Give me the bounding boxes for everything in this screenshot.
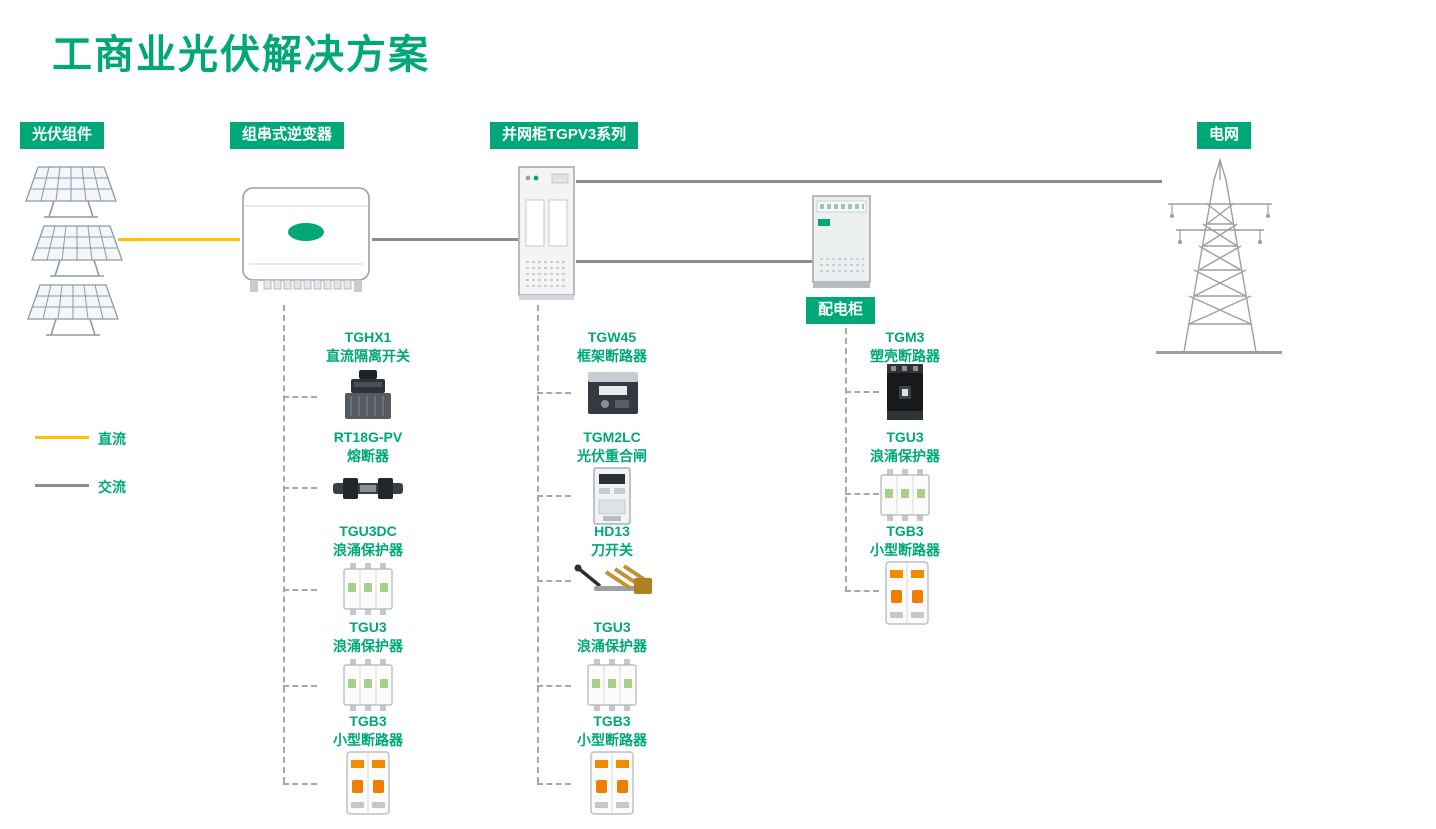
component-model: TGU3 bbox=[886, 429, 924, 445]
legend-ac-label: 交流 bbox=[98, 479, 126, 495]
component-desc: 刀开关 bbox=[591, 542, 633, 558]
component-model: TGM2LC bbox=[583, 429, 641, 445]
legend-dc-swatch bbox=[35, 436, 89, 439]
tgb3-product-image bbox=[590, 751, 634, 815]
component-model: TGHX1 bbox=[344, 329, 392, 345]
component-desc: 直流隔离开关 bbox=[326, 348, 410, 364]
component-model: TGB3 bbox=[886, 523, 924, 539]
component-desc: 浪涌保护器 bbox=[333, 638, 403, 654]
component-item: TGM3 塑壳断路器 bbox=[835, 328, 975, 366]
hd13-product-image bbox=[574, 564, 652, 594]
component-model: TGW45 bbox=[587, 329, 637, 345]
rt18g-pv-product-image bbox=[333, 478, 403, 499]
badge-pv-modules: 光伏组件 bbox=[20, 122, 105, 149]
tgu3-product-image bbox=[587, 659, 637, 711]
component-item: TGB3 小型断路器 bbox=[542, 712, 682, 750]
tgu3dc-product-image bbox=[343, 563, 393, 615]
dc-line-panels-to-inverter bbox=[118, 238, 240, 241]
badge-power-grid: 电网 bbox=[1197, 122, 1252, 149]
tgw45-product-image bbox=[588, 372, 638, 414]
component-item: TGB3 小型断路器 bbox=[835, 522, 975, 560]
dashed-stub bbox=[537, 685, 571, 687]
tgm3-product-image bbox=[887, 364, 923, 420]
distribution-cabinet-image bbox=[812, 195, 871, 288]
badge-distribution-cabinet: 配电柜 bbox=[806, 297, 876, 324]
component-model: TGM3 bbox=[885, 329, 925, 345]
component-item: TGHX1 直流隔离开关 bbox=[298, 328, 438, 366]
dashed-stub bbox=[845, 590, 879, 592]
ac-line-inverter-to-grid-cabinet bbox=[372, 238, 518, 241]
component-item: TGB3 小型断路器 bbox=[298, 712, 438, 750]
dashed-stub bbox=[283, 685, 317, 687]
component-model: TGU3 bbox=[593, 619, 631, 635]
component-desc: 浪涌保护器 bbox=[333, 542, 403, 558]
dashed-line-inverter-column bbox=[283, 305, 285, 783]
dashed-stub bbox=[283, 396, 317, 398]
ac-line-grid-cabinet-to-distribution-cabinet bbox=[576, 260, 812, 263]
transmission-tower-image bbox=[1168, 157, 1272, 353]
solar-panel-image bbox=[27, 284, 119, 336]
component-item: RT18G-PV 熔断器 bbox=[298, 428, 438, 466]
component-item: TGM2LC 光伏重合闸 bbox=[542, 428, 682, 466]
dashed-line-distribution-column bbox=[845, 328, 847, 592]
component-item: TGW45 框架断路器 bbox=[542, 328, 682, 366]
component-desc: 浪涌保护器 bbox=[870, 448, 940, 464]
component-desc: 塑壳断路器 bbox=[870, 348, 940, 364]
tgu3-product-image bbox=[343, 659, 393, 711]
component-item: TGU3 浪涌保护器 bbox=[298, 618, 438, 656]
component-item: HD13 刀开关 bbox=[542, 522, 682, 560]
dashed-stub bbox=[283, 487, 317, 489]
legend-dc-label: 直流 bbox=[98, 431, 126, 447]
tgm2lc-product-image bbox=[593, 467, 631, 525]
dashed-stub bbox=[537, 580, 571, 582]
string-inverter-image bbox=[242, 187, 370, 292]
dashed-line-grid-cabinet-column bbox=[537, 305, 539, 783]
page-title: 工商业光伏解决方案 bbox=[52, 33, 430, 77]
dashed-stub bbox=[537, 783, 571, 785]
component-desc: 小型断路器 bbox=[577, 732, 647, 748]
badge-grid-cabinet: 并网柜TGPV3系列 bbox=[490, 122, 639, 149]
dashed-stub bbox=[845, 391, 879, 393]
component-desc: 浪涌保护器 bbox=[577, 638, 647, 654]
legend-ac-swatch bbox=[35, 484, 89, 487]
component-item: TGU3DC 浪涌保护器 bbox=[298, 522, 438, 560]
solar-panel-image bbox=[25, 166, 117, 218]
component-desc: 小型断路器 bbox=[870, 542, 940, 558]
component-model: TGU3 bbox=[349, 619, 387, 635]
dashed-stub bbox=[537, 392, 571, 394]
component-model: TGB3 bbox=[349, 713, 387, 729]
tghx1-product-image bbox=[345, 370, 391, 419]
tgu3-product-image bbox=[880, 469, 930, 521]
badge-string-inverter: 组串式逆变器 bbox=[230, 122, 345, 149]
dashed-stub bbox=[283, 589, 317, 591]
dashed-stub bbox=[283, 783, 317, 785]
component-desc: 光伏重合闸 bbox=[577, 448, 647, 464]
component-desc: 小型断路器 bbox=[333, 732, 403, 748]
component-model: TGU3DC bbox=[339, 523, 397, 539]
component-model: RT18G-PV bbox=[333, 429, 403, 445]
ac-line-grid-cabinet-to-tower bbox=[576, 180, 1162, 183]
component-item: TGU3 浪涌保护器 bbox=[835, 428, 975, 466]
tower-ground-line bbox=[1156, 351, 1282, 354]
component-model: HD13 bbox=[594, 523, 630, 539]
solar-panel-image bbox=[31, 225, 123, 277]
tgb3-product-image bbox=[885, 561, 929, 625]
dashed-stub bbox=[845, 493, 879, 495]
dashed-stub bbox=[537, 495, 571, 497]
component-item: TGU3 浪涌保护器 bbox=[542, 618, 682, 656]
component-desc: 熔断器 bbox=[347, 448, 389, 464]
component-model: TGB3 bbox=[593, 713, 631, 729]
tgb3-product-image bbox=[346, 751, 390, 815]
grid-cabinet-image bbox=[518, 166, 575, 300]
component-desc: 框架断路器 bbox=[577, 348, 647, 364]
